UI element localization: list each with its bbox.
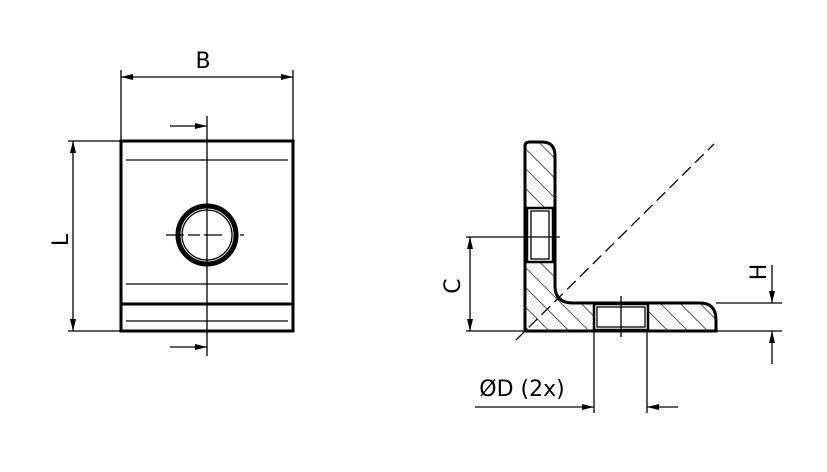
label-l: L: [49, 233, 74, 246]
label-h: H: [747, 264, 772, 281]
top-view: B L: [49, 49, 295, 356]
section-view: C H ØD (2x): [441, 140, 782, 413]
label-c: C: [441, 278, 466, 293]
bisector-dashed-line: [515, 143, 715, 341]
label-d: ØD (2x): [479, 377, 564, 402]
thread-line: [530, 210, 550, 260]
label-b: B: [195, 49, 210, 74]
